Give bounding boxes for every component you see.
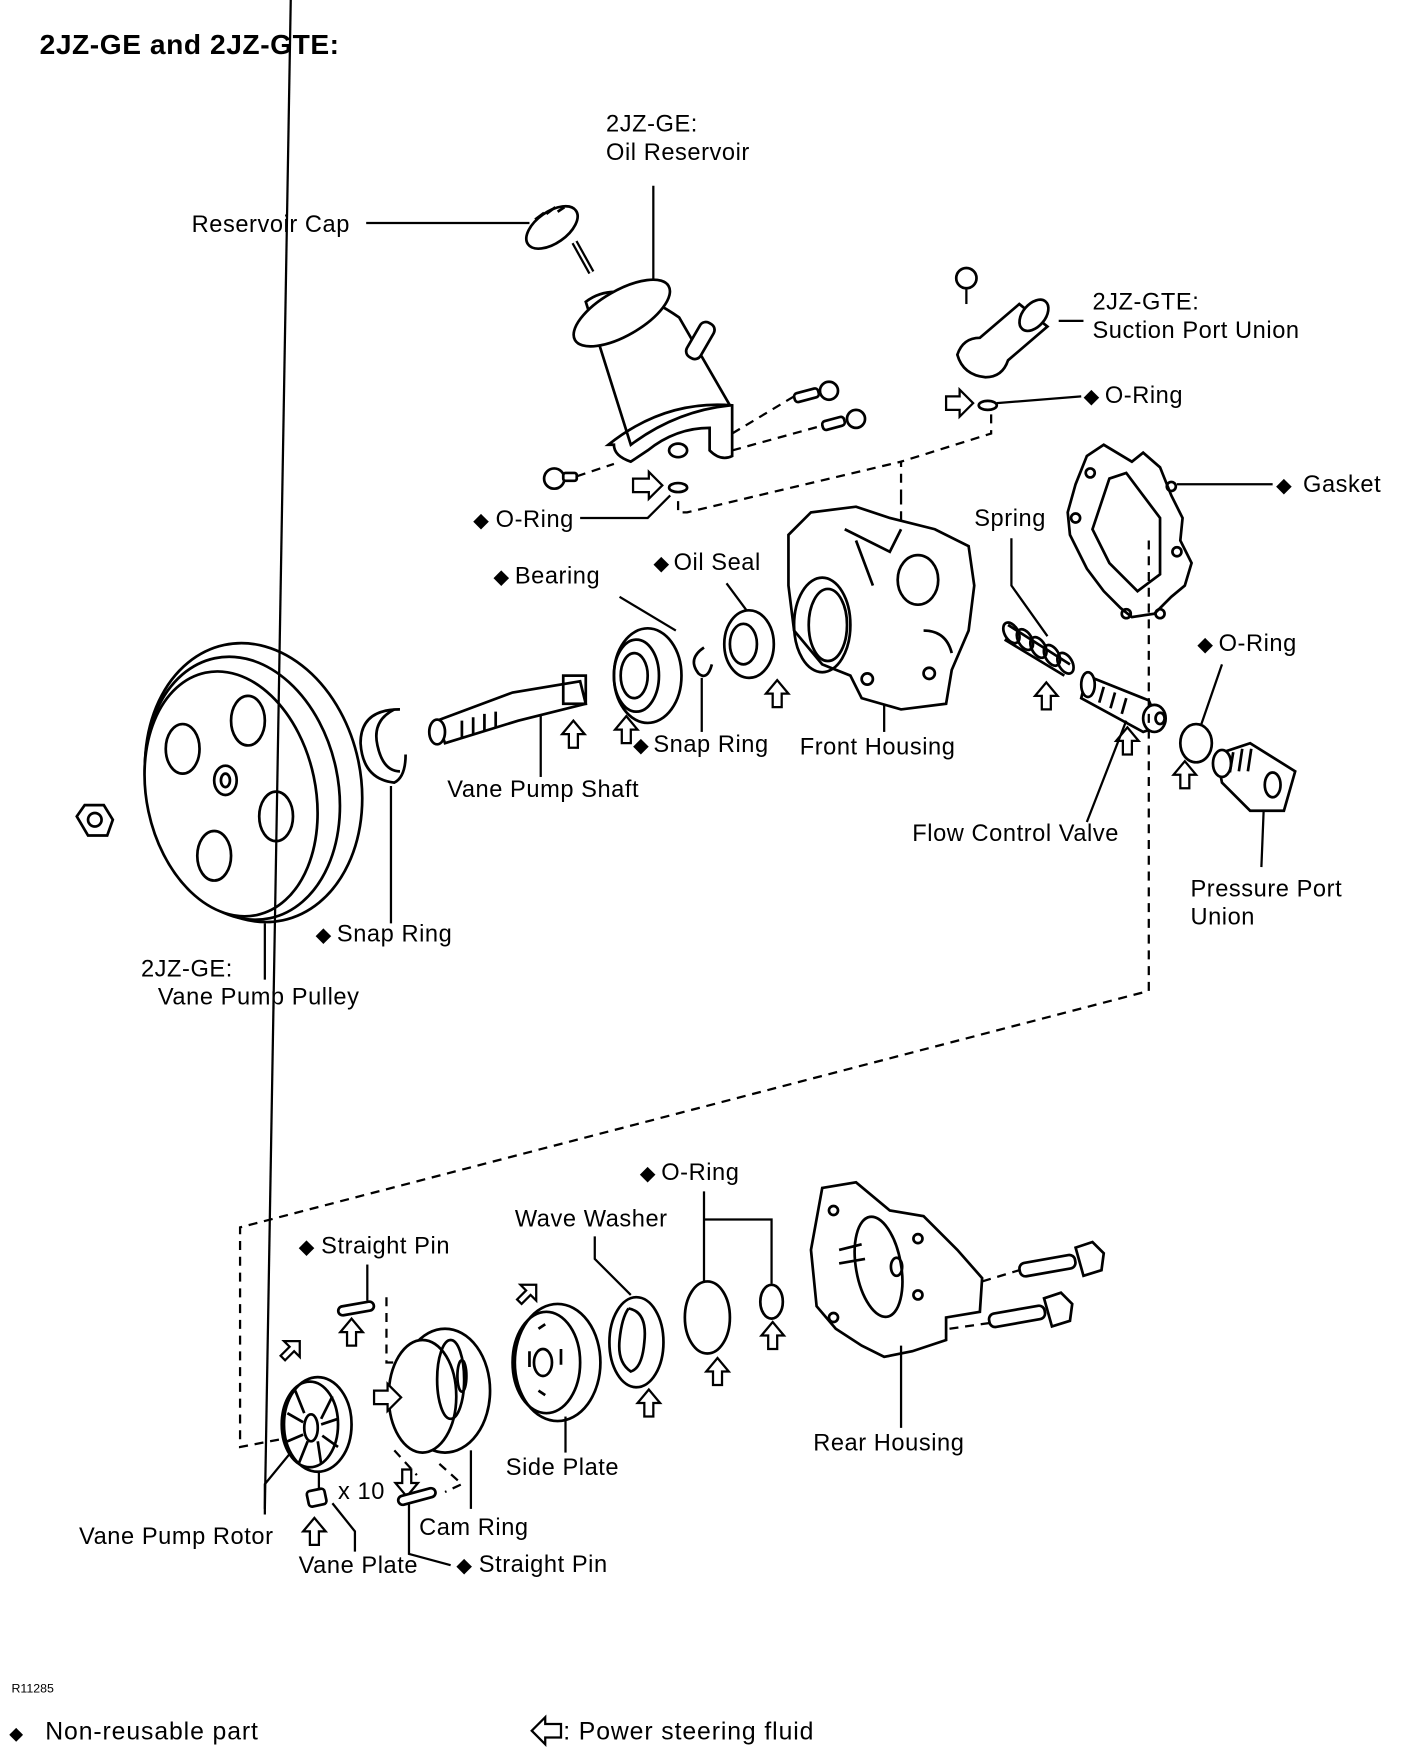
- non-reusable-marker: ◆: [1083, 386, 1099, 408]
- vane-plate: x 10 Vane Plate: [299, 1471, 418, 1579]
- label-rear-housing: Rear Housing: [813, 1430, 964, 1456]
- label-reservoir-cap: Reservoir Cap: [192, 212, 350, 238]
- fluid-arrow-icon: [559, 718, 588, 749]
- legend-fluid-text: : Power steering fluid: [563, 1719, 814, 1746]
- label-gasket: Gasket: [1303, 472, 1381, 498]
- label-pressure-port-union-2: Union: [1190, 904, 1255, 930]
- straight-pin-top: ◆ Straight Pin: [299, 1233, 450, 1364]
- bolt-icon: [820, 408, 867, 432]
- side-plate: Side Plate: [506, 1283, 619, 1481]
- vane-pump-pulley: 2JZ-GE: Vane Pump Pulley: [141, 641, 364, 1010]
- legend-non-reusable-text: Non-reusable part: [45, 1719, 259, 1746]
- label-vane-pump-pulley: Vane Pump Pulley: [158, 984, 360, 1010]
- non-reusable-marker: ◆: [456, 1555, 472, 1577]
- non-reusable-marker: ◆: [1197, 634, 1213, 656]
- o-ring-pressure: ◆ O-Ring: [1171, 631, 1297, 790]
- wave-washer: Wave Washer: [515, 1206, 668, 1418]
- label-vane-pump-rotor: Vane Pump Rotor: [79, 1524, 273, 1550]
- label-pressure-port-union: Pressure Port: [1190, 876, 1342, 902]
- suction-port-union: 2JZ-GTE: Suction Port Union ◆ O-Ring: [900, 266, 1299, 463]
- nut-icon: [75, 803, 115, 837]
- label-snap-ring-outer: Snap Ring: [337, 921, 452, 947]
- label-cam-ring: Cam Ring: [419, 1515, 529, 1541]
- non-reusable-marker: ◆: [299, 1236, 315, 1258]
- gasket: ◆ Gasket: [1066, 443, 1381, 620]
- fluid-arrow-icon: [612, 714, 640, 745]
- non-reusable-marker: ◆: [640, 1163, 656, 1185]
- pressure-port-union: Pressure Port Union: [1190, 741, 1342, 930]
- non-reusable-marker: ◆: [473, 510, 489, 532]
- fluid-arrow-icon: [703, 1356, 732, 1387]
- label-o-ring-suction: O-Ring: [1105, 383, 1183, 409]
- label-oil-reservoir: Oil Reservoir: [606, 140, 750, 166]
- label-suction-port-model: 2JZ-GTE:: [1092, 290, 1199, 316]
- label-spring: Spring: [974, 506, 1046, 532]
- label-side-plate: Side Plate: [506, 1455, 619, 1481]
- non-reusable-marker: ◆: [1276, 475, 1292, 497]
- label-straight-pin-bottom: Straight Pin: [479, 1552, 608, 1578]
- non-reusable-marker: ◆: [653, 553, 669, 575]
- o-ring-reservoir: ◆ O-Ring: [473, 460, 903, 533]
- label-o-ring-reservoir: O-Ring: [496, 507, 574, 533]
- bolt-icon: [792, 380, 840, 404]
- label-snap-ring-inner: Snap Ring: [653, 732, 768, 758]
- label-o-ring-rear: O-Ring: [661, 1160, 739, 1186]
- label-straight-pin-top: Straight Pin: [321, 1233, 450, 1259]
- label-flow-control-valve: Flow Control Valve: [912, 821, 1119, 847]
- bolt-icon: [981, 1240, 1106, 1283]
- legend-non-reusable: ◆ Non-reusable part: [9, 1719, 259, 1746]
- fluid-arrow-icon: [631, 469, 664, 502]
- fluid-arrow-icon: [337, 1316, 366, 1347]
- label-vane-plate-count: x 10: [338, 1479, 385, 1505]
- fluid-arrow-icon: [759, 1320, 787, 1351]
- bolt-icon: [954, 266, 978, 305]
- oil-reservoir: 2JZ-GE: Oil Reservoir: [542, 112, 867, 491]
- label-oil-seal: Oil Seal: [674, 550, 761, 576]
- non-reusable-marker: ◆: [633, 735, 649, 757]
- bearing: ◆ Bearing: [493, 563, 683, 745]
- bolt-icon: [949, 1291, 1074, 1330]
- legend-fluid: : Power steering fluid: [530, 1714, 814, 1747]
- diagram-title: 2JZ-GE and 2JZ-GTE:: [40, 29, 340, 60]
- fluid-arrow-icon: [763, 678, 791, 709]
- cam-ring: Cam Ring: [372, 1327, 529, 1541]
- label-vane-plate: Vane Plate: [299, 1553, 418, 1579]
- fluid-arrow-icon: [1032, 680, 1060, 711]
- oil-seal: ◆ Oil Seal: [653, 550, 791, 709]
- fluid-arrow-icon: [944, 386, 975, 420]
- fluid-arrow-icon: [515, 1283, 538, 1306]
- reservoir-cap: Reservoir Cap: [192, 204, 595, 275]
- non-reusable-marker: ◆: [493, 566, 509, 588]
- straight-pin-bottom: ◆ Straight Pin: [396, 1486, 608, 1578]
- spring: Spring: [974, 506, 1075, 711]
- label-front-housing: Front Housing: [800, 734, 956, 760]
- fluid-arrow-icon: [530, 1714, 563, 1747]
- figure-id: R11285: [11, 1681, 54, 1695]
- non-reusable-marker: ◆: [9, 1724, 23, 1744]
- fluid-arrow-icon: [279, 1339, 301, 1362]
- non-reusable-marker: ◆: [316, 924, 332, 946]
- bolt-icon: [542, 467, 579, 491]
- vane-pump-rotor: Vane Pump Rotor: [79, 0, 353, 1550]
- o-rings-rear: ◆ O-Ring: [640, 1160, 787, 1387]
- label-oil-reservoir-model: 2JZ-GE:: [606, 112, 698, 138]
- fluid-arrow-icon: [1171, 759, 1199, 790]
- label-bearing: Bearing: [515, 563, 600, 589]
- fluid-arrow-icon: [393, 1468, 421, 1499]
- fluid-arrow-icon: [372, 1381, 403, 1414]
- fluid-arrow-icon: [635, 1387, 663, 1418]
- front-housing: Front Housing: [787, 495, 976, 760]
- label-o-ring-pressure: O-Ring: [1219, 631, 1297, 657]
- label-vane-pump-shaft: Vane Pump Shaft: [447, 777, 639, 803]
- snap-ring-outer: ◆ Snap Ring: [316, 708, 452, 947]
- rear-housing: Rear Housing: [809, 1180, 984, 1456]
- snap-ring-inner: ◆ Snap Ring: [633, 646, 768, 758]
- label-suction-port-union: Suction Port Union: [1092, 318, 1299, 344]
- label-wave-washer: Wave Washer: [515, 1206, 668, 1232]
- vane-pump-shaft: Vane Pump Shaft: [427, 674, 639, 803]
- label-pulley-model: 2JZ-GE:: [141, 956, 233, 982]
- fluid-arrow-icon: [300, 1516, 329, 1547]
- flow-control-valve: Flow Control Valve: [912, 670, 1168, 847]
